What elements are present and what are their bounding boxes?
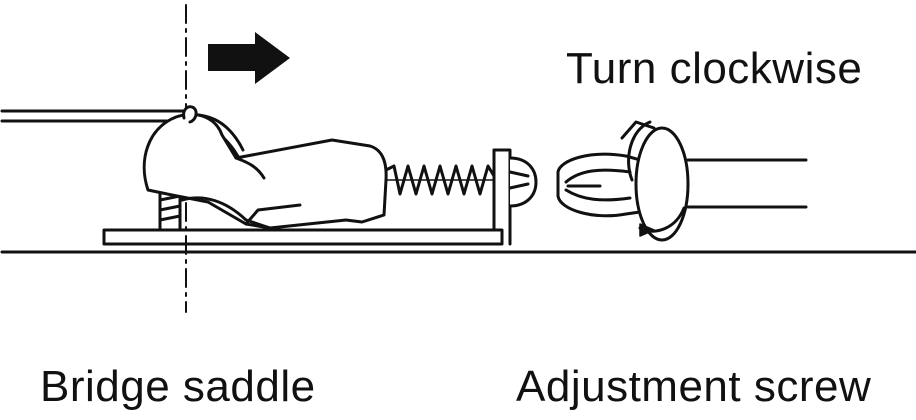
clockwise-rotation-icon [620, 120, 686, 237]
bridge-base-plate [102, 148, 512, 246]
intonation-spring [384, 164, 496, 196]
screwdriver [556, 126, 808, 242]
turn-clockwise-label: Turn clockwise [566, 44, 863, 93]
bridge-saddle [142, 105, 388, 230]
adjustment-screw-label: Adjustment screw [516, 362, 872, 411]
adjustment-screw-head [508, 156, 538, 208]
right-arrow-icon [208, 32, 290, 84]
bridge-saddle-label: Bridge saddle [40, 362, 316, 411]
